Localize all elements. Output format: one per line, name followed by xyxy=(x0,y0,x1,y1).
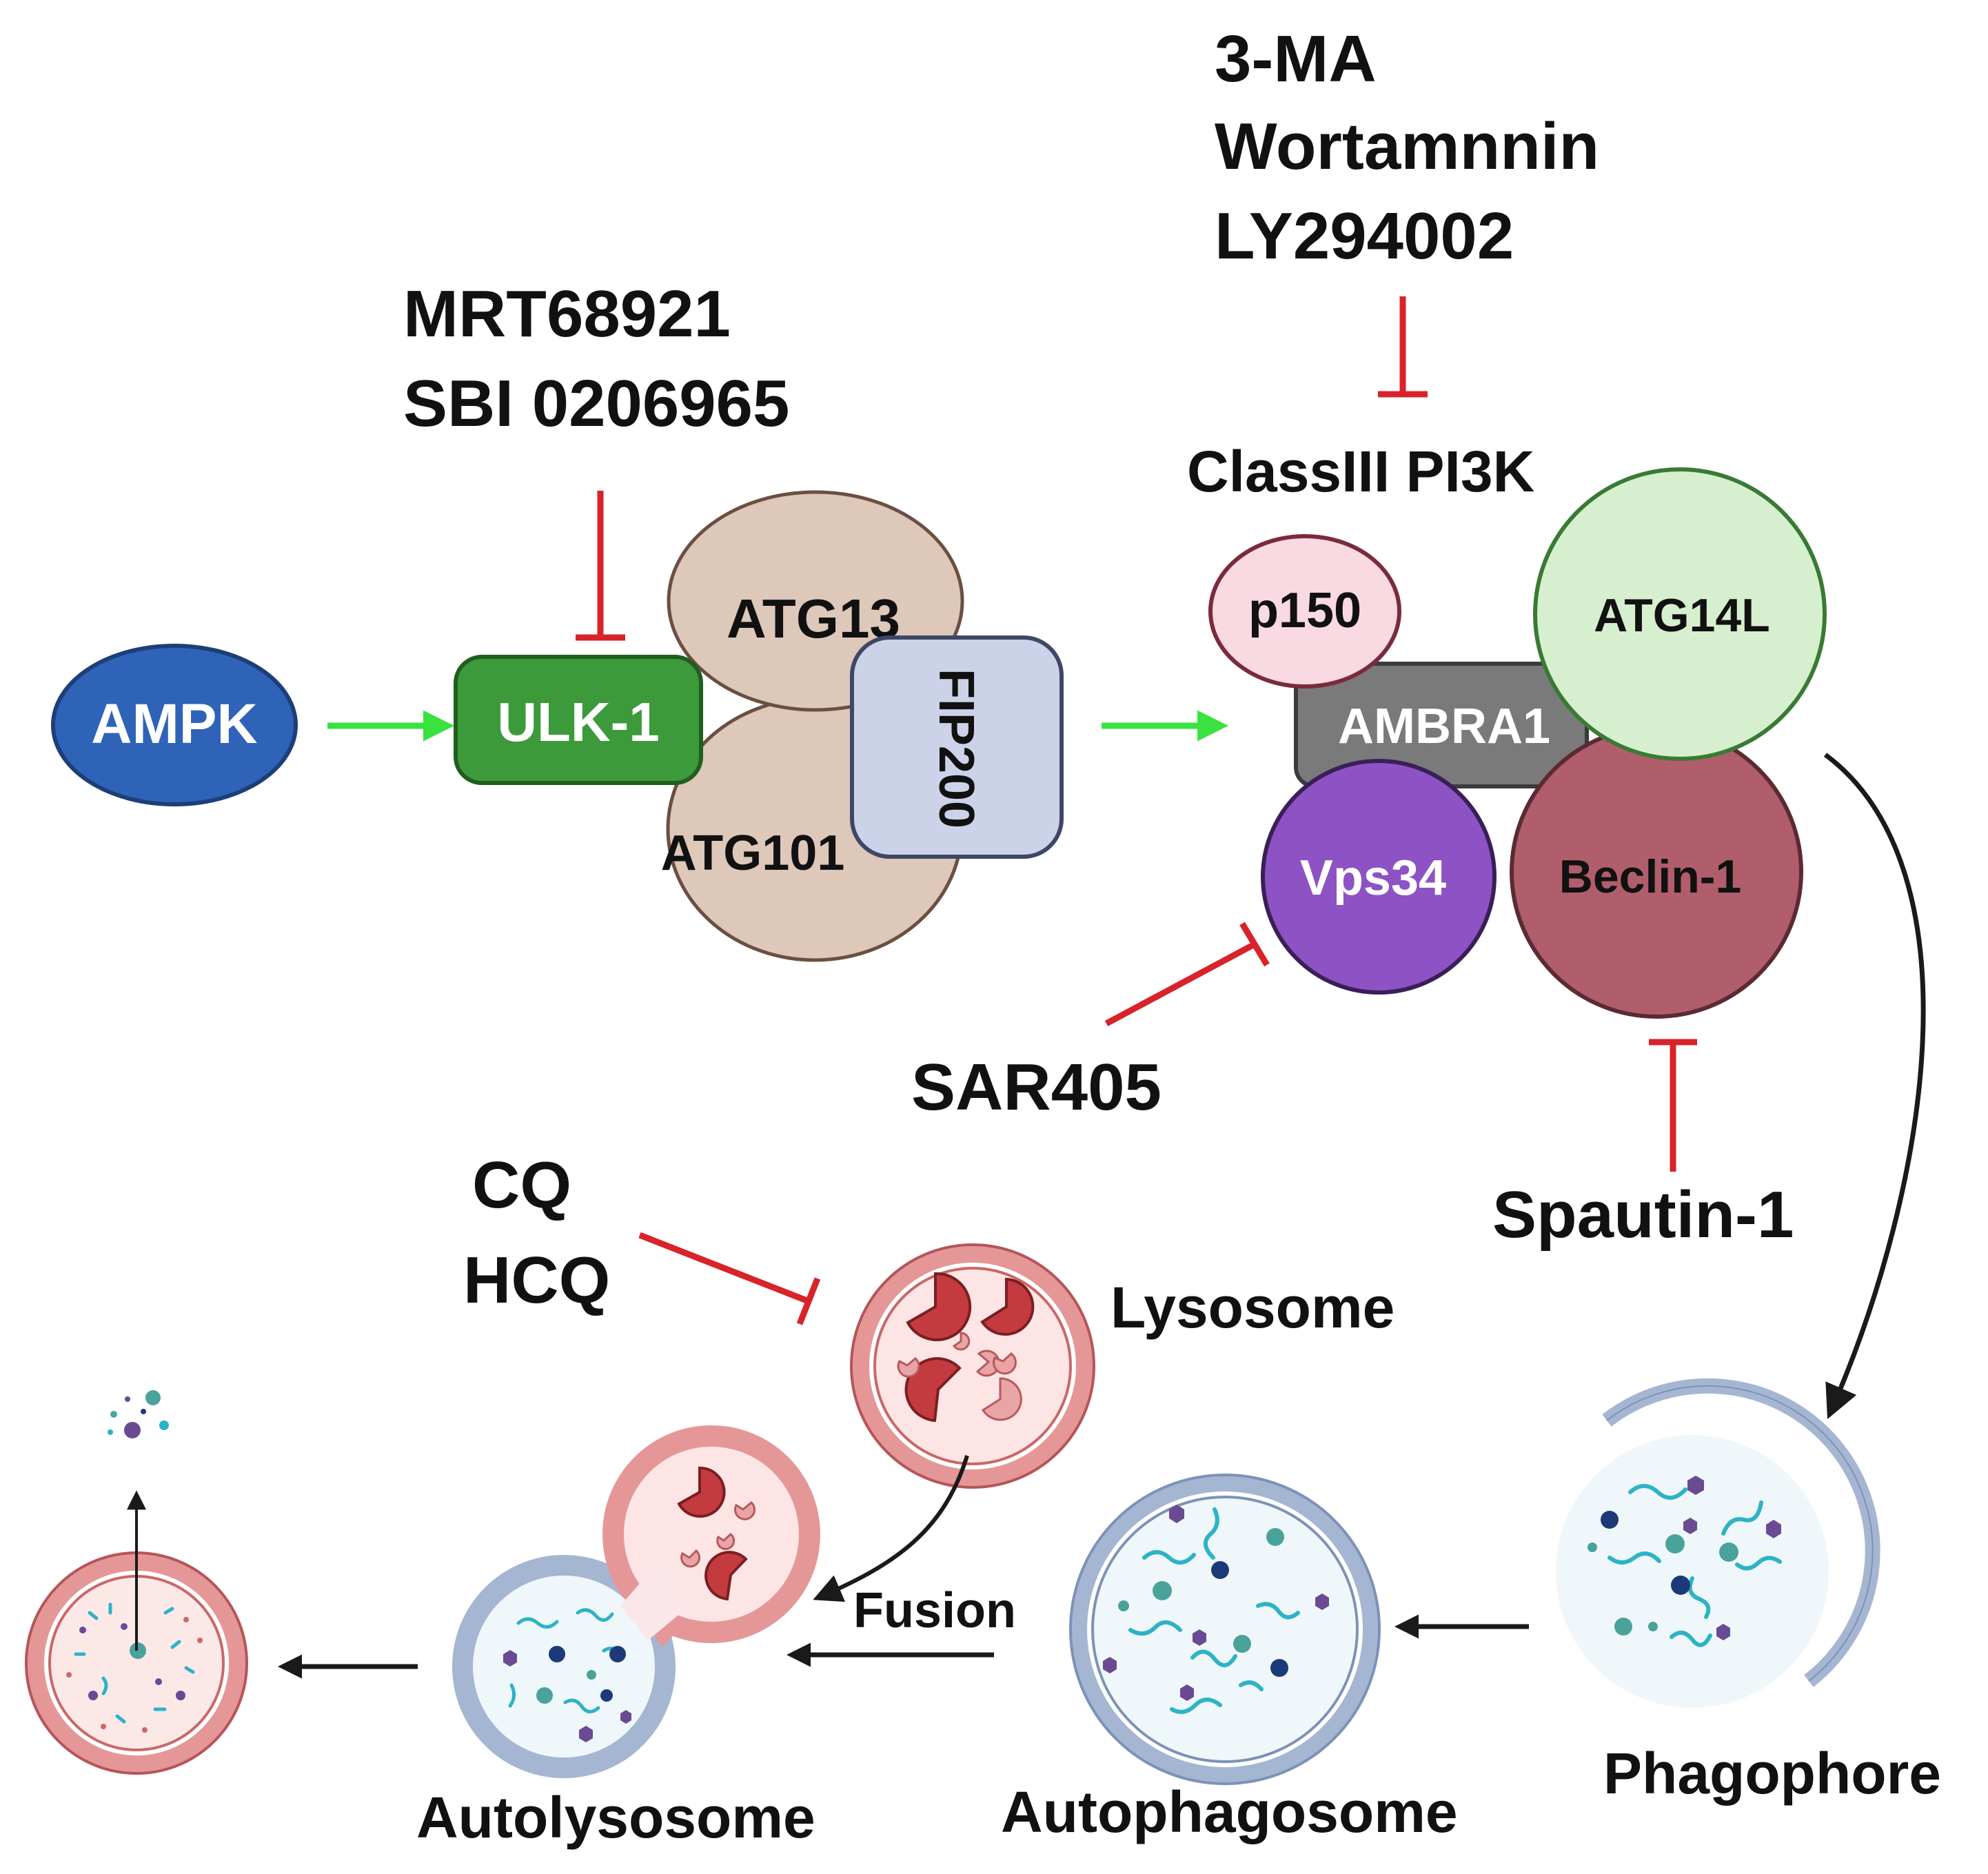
degradation-vesicle xyxy=(25,1390,248,1775)
autolysosome-cargo-strands xyxy=(508,1608,622,1713)
lysosome-enzymes xyxy=(897,1272,1035,1423)
degraded-fragments xyxy=(66,1602,203,1733)
autolysosome-enzymes xyxy=(677,1466,755,1601)
inhibition-lines xyxy=(576,296,1697,1325)
p150-node xyxy=(1208,534,1401,689)
phagophore-cargo-strands xyxy=(1607,1484,1782,1647)
atg14l-node xyxy=(1533,467,1827,761)
vps34-node xyxy=(1261,759,1497,995)
lysosome-to-autolysosome-arrow xyxy=(813,1455,969,1602)
inhibitor-ly294002: LY294002 xyxy=(1215,199,1514,273)
ulk1-label: ULK-1 xyxy=(497,691,660,753)
phagophore-label: Phagophore xyxy=(1603,1741,1941,1806)
autolysosome-cargo-particles xyxy=(503,1646,631,1742)
ambra1-label: AMBRA1 xyxy=(1338,699,1550,754)
autolysosome-label: Autolysosome xyxy=(416,1785,815,1850)
p150-label: p150 xyxy=(1248,583,1361,638)
atg101-label: ATG101 xyxy=(661,826,845,881)
inhibitor-sar405: SAR405 xyxy=(911,1050,1162,1124)
ulk1-node xyxy=(454,655,703,785)
inhibitor-mrt68921: MRT68921 xyxy=(403,277,731,351)
released-molecules xyxy=(108,1390,169,1438)
lysosome xyxy=(850,1243,1095,1489)
fusion-label: Fusion xyxy=(853,1583,1016,1638)
inhibitor-wortamnnin: Wortamnnin xyxy=(1215,110,1599,183)
pi3k-inhibition xyxy=(1378,296,1428,398)
pi3k-complex-title: ClassIII PI3K xyxy=(1187,439,1534,504)
beclin-inhibition xyxy=(1649,1039,1697,1172)
autophagosome xyxy=(1069,1474,1381,1785)
lysosome-label: Lysosome xyxy=(1110,1275,1394,1340)
pi3k-inhibitor-labels: 3-MA Wortamnnin LY294002 xyxy=(1215,22,1599,273)
inhibitor-cq: CQ xyxy=(472,1148,571,1222)
atg14l-label: ATG14L xyxy=(1594,589,1770,642)
fip200-label: FIP200 xyxy=(929,669,984,828)
inhibitor-3ma: 3-MA xyxy=(1215,22,1377,96)
inhibitor-sbi0206965: SBI 0206965 xyxy=(403,367,789,440)
atg13-label: ATG13 xyxy=(727,588,900,649)
phagophore xyxy=(1556,1378,1880,1708)
autolysosome xyxy=(452,1425,820,1778)
inhibitor-hcq: HCQ xyxy=(463,1243,610,1317)
autophagosome-cargo-particles xyxy=(1103,1505,1329,1701)
autophagosome-label: Autophagosome xyxy=(1001,1780,1458,1844)
lysosome-inhibition xyxy=(638,1232,821,1325)
vps34-inhibition xyxy=(1104,921,1270,1026)
fip200-node xyxy=(850,635,1064,859)
ulk-inhibitor-labels: MRT68921 SBI 0206965 xyxy=(403,277,789,440)
vps34-label: Vps34 xyxy=(1300,851,1446,906)
autophagosome-cargo-strands xyxy=(1128,1507,1300,1714)
ampk-label: AMPK xyxy=(91,693,257,755)
phagophore-cargo-particles xyxy=(1588,1476,1781,1640)
beclin1-label: Beclin-1 xyxy=(1559,851,1742,903)
ampk-node xyxy=(51,644,298,806)
ulk-inhibition xyxy=(576,491,625,641)
inhibitor-spautin1: Spautin-1 xyxy=(1492,1178,1794,1252)
pi3k-to-phagophore-arrow xyxy=(1823,753,1926,1419)
